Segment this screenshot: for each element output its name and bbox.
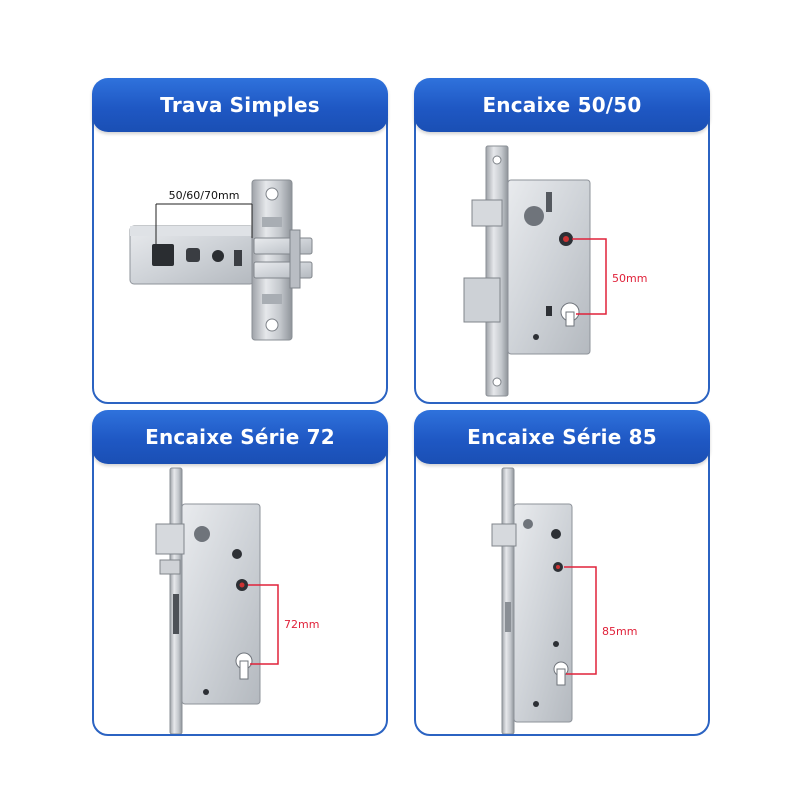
- dimension-label: 50mm: [612, 272, 647, 285]
- product-card-encaixe-serie-72: Encaixe Série 72 72mm: [92, 410, 388, 736]
- card-title: Encaixe 50/50: [414, 78, 710, 132]
- dimension-label: 85mm: [602, 625, 637, 638]
- product-card-encaixe-serie-85: Encaixe Série 85 85mm: [414, 410, 710, 736]
- dimension-label: 50/60/70mm: [169, 189, 240, 202]
- dimension-label: 72mm: [284, 618, 319, 631]
- mortise-lock-50-illustration: 50mm: [463, 145, 647, 397]
- product-card-encaixe-50-50: Encaixe 50/50 50mm: [414, 78, 710, 404]
- tubular-latch-illustration: 50/60/70mm: [129, 179, 313, 341]
- product-card-trava-simples: Trava Simples 50/60/70mm: [92, 78, 388, 404]
- mortise-lock-85-illustration: 85mm: [491, 467, 637, 734]
- card-title: Encaixe Série 72: [92, 410, 388, 464]
- card-title: Trava Simples: [92, 78, 388, 132]
- card-title: Encaixe Série 85: [414, 410, 710, 464]
- mortise-lock-72-illustration: 72mm: [155, 467, 319, 734]
